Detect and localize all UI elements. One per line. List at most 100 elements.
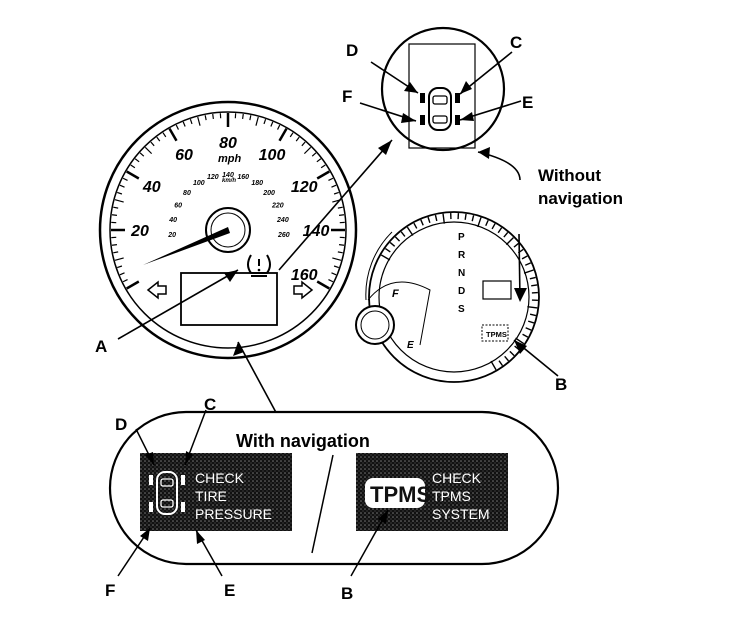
car-top-view-icon	[420, 87, 460, 131]
callout-e-bottom: E	[224, 581, 235, 600]
speedometer-tick	[126, 170, 140, 180]
gear-meter-tick	[434, 214, 438, 222]
speedometer-tick	[331, 272, 337, 276]
speedometer-tick	[332, 257, 342, 261]
tire-msg-line2: TIRE	[195, 488, 227, 504]
gear-meter-tick	[490, 360, 497, 371]
gear-meter-tick	[413, 222, 418, 229]
gear-meter-tick	[527, 320, 535, 324]
gear-meter-tick	[513, 242, 520, 248]
gear-meter-tick	[497, 227, 503, 234]
speedometer-tick	[126, 280, 140, 290]
speedometer-tick	[328, 177, 334, 182]
callout-c-top: C	[510, 33, 522, 52]
gear-meter-tick	[485, 219, 489, 227]
speedometer-tick	[255, 116, 259, 126]
callout-f-bottom: F	[105, 581, 115, 600]
tire-front-right-icon	[455, 93, 460, 103]
callout-e-top: E	[522, 93, 533, 112]
gear-meter-tick	[527, 305, 538, 309]
left-turn-signal-icon	[146, 280, 167, 300]
callout-arrowheads-upper	[224, 81, 527, 356]
gear-meter-tick	[531, 284, 538, 287]
speedometer-tick	[278, 128, 288, 142]
callout-b-meter: B	[555, 375, 567, 394]
gear-r: R	[458, 250, 466, 261]
gear-meter-tick	[406, 226, 414, 236]
gear-meter-tick	[491, 223, 496, 230]
speedometer-tick	[117, 191, 123, 195]
speedometer-kmh-label: 20	[167, 232, 176, 239]
gear-meter-tick	[442, 213, 446, 224]
speedometer-kmh-label: 80	[183, 190, 191, 197]
speedometer-tick	[311, 152, 317, 157]
speedometer-mph-label: 160	[291, 267, 318, 284]
fuel-full-label: F	[392, 288, 399, 300]
gear-p: P	[458, 232, 465, 243]
speedometer-tick	[113, 206, 119, 209]
gear-meter-tick	[509, 350, 515, 357]
speedometer-needle	[143, 227, 230, 265]
speedometer-kmh-label: 140	[222, 172, 234, 179]
gear-meter-tick	[525, 327, 532, 331]
gear-meter-tick	[505, 237, 514, 246]
display-car-icon	[149, 471, 185, 515]
speedometer-tick	[333, 191, 339, 195]
tire-msg-line3: PRESSURE	[195, 506, 272, 522]
speedometer-tick	[189, 119, 193, 125]
speedometer-tick	[162, 132, 167, 138]
speedometer-tick	[204, 115, 207, 121]
speedometer-tick	[320, 164, 326, 169]
callout-c-bottom: C	[204, 395, 216, 414]
speedometer-mph-label: 60	[175, 147, 193, 164]
speedometer-tick	[117, 265, 123, 269]
speedometer-tick	[333, 265, 339, 269]
tpms-msg-line1: CHECK	[432, 470, 482, 486]
speedometer-kmh-label: 60	[174, 202, 182, 209]
speedometer-tick	[144, 146, 153, 155]
tpms-indicator-label: TPMS	[486, 330, 507, 339]
speedometer-tick	[289, 132, 294, 138]
tire-pressure-display	[140, 453, 292, 531]
speedometer-kmh-label: 100	[193, 180, 205, 187]
speedometer-tick	[212, 113, 214, 120]
gear-meter-tick	[394, 236, 401, 242]
gear-meter-tick	[529, 276, 536, 280]
speedometer-tick	[114, 257, 124, 261]
speedometer-tick	[175, 124, 180, 130]
fuel-empty-label: E	[407, 340, 414, 351]
gear-meter-tick	[464, 213, 467, 220]
speedometer-tick	[337, 206, 343, 209]
speedometer-tick	[119, 184, 125, 188]
gear-meter-small-display	[482, 280, 512, 300]
callout-f-top: F	[342, 87, 352, 106]
speedometer-tick	[111, 214, 118, 216]
speedometer-tick	[134, 158, 140, 163]
callout-labels: A B B C C D D E E F F Without navigation…	[95, 33, 623, 603]
speedometer-tick	[156, 136, 161, 142]
speedometer-kmh-label: 260	[277, 232, 290, 239]
gear-n: N	[458, 268, 465, 279]
without-navigation-label-line1: Without	[538, 166, 601, 185]
speedometer-mph-label: 40	[142, 179, 161, 196]
speedometer-kmh-label: 240	[276, 217, 289, 224]
speedometer-tick	[113, 251, 119, 254]
gear-meter-ticks	[380, 213, 538, 371]
gear-meter-tick	[529, 313, 537, 317]
gear-meter-tick	[477, 217, 482, 228]
speedometer-kmh-label: 180	[251, 180, 263, 187]
speedometer-mph-label: 120	[291, 179, 318, 196]
gear-meter-tick	[380, 254, 391, 261]
gear-meter-tick	[523, 269, 534, 274]
speedometer-kmh-label: 40	[168, 217, 177, 224]
speedometer-tick	[338, 244, 345, 246]
tpms-msg-line2: TPMS	[432, 488, 471, 504]
tire-front-left-icon	[420, 93, 425, 103]
callout-d-top: D	[346, 41, 358, 60]
speedometer-tick	[249, 115, 252, 121]
gear-meter-tick	[522, 333, 529, 338]
tpms-badge-label: TPMS	[370, 482, 431, 507]
